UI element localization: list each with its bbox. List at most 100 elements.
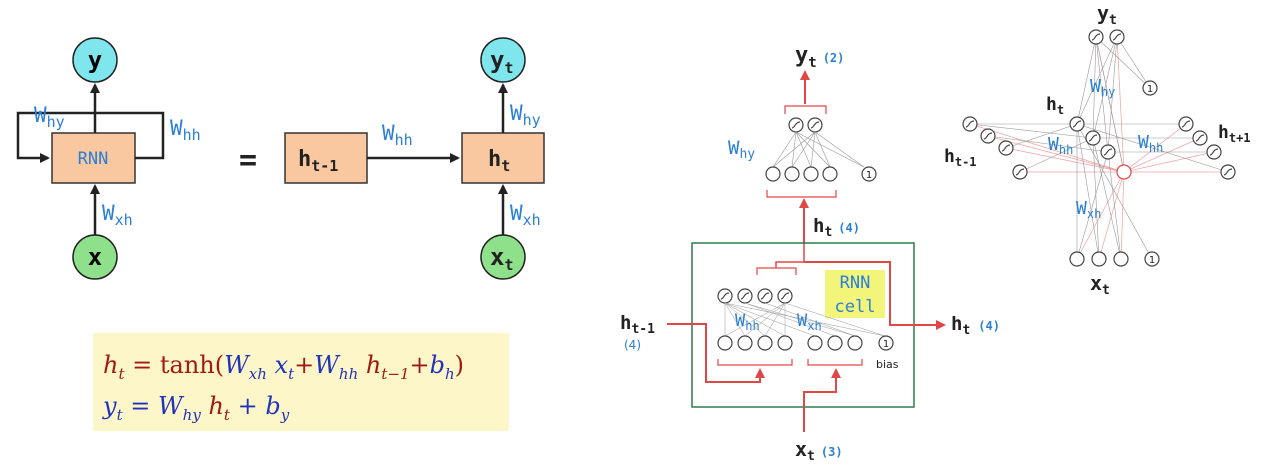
rnn-label: RNN [78, 149, 109, 169]
weight-label: Why [34, 103, 65, 131]
weight-label: Whh [382, 121, 413, 149]
h-prev-note: (4) [624, 338, 641, 352]
bias-node-label: 1 [1149, 255, 1155, 266]
input-node [847, 335, 863, 351]
inner-up-line [775, 244, 805, 268]
xt-in-arrow [803, 368, 841, 432]
bias-node-label: 1 [866, 170, 872, 181]
prev-bracket [717, 359, 793, 366]
hidden-bracket [766, 190, 837, 198]
h-prev-arrow [667, 323, 765, 383]
xt-label: xt(3) [795, 437, 843, 464]
formula-background [93, 333, 509, 431]
rnn-box [51, 132, 136, 184]
sigmoid-icon [1088, 29, 1104, 45]
sigmoid-icon [807, 117, 823, 133]
sigmoid-icon [1178, 116, 1194, 132]
bias-node-label: 1 [883, 339, 889, 350]
h-prev-label: ht-1 [298, 147, 338, 175]
h-prev-box [284, 132, 368, 184]
sigmoid-icon [1192, 130, 1208, 146]
h-out-label: ht(4) [951, 313, 1000, 338]
recurrent-connections [969, 36, 1228, 260]
h-prev-label: ht-1 [620, 312, 655, 337]
sigmoid-icon [962, 116, 978, 132]
sigmoid-icon [757, 288, 773, 304]
bias-node-label: 1 [1147, 84, 1153, 95]
weight-label: Wxh [1076, 198, 1101, 221]
ht-label: ht [1046, 94, 1064, 117]
bias-label: bias [876, 358, 899, 371]
sigmoid-icon [1085, 130, 1101, 146]
sigmoid-icon [1206, 144, 1222, 160]
h-next-label: ht+1 [1218, 122, 1251, 145]
bias-node [861, 166, 877, 182]
bias-node [878, 335, 894, 351]
input-node [807, 335, 823, 351]
equals-sign: = [239, 143, 257, 178]
formula-line-1: ht = tanh(Wxh xt+Whh ht−1+bh) [103, 351, 464, 383]
rnn-cell-diagram: yt(2) Why 1 ht(4) RNN cell [620, 43, 1000, 464]
weight-label: Why [1090, 76, 1115, 99]
h-t-label: ht [488, 147, 510, 175]
sigmoid-icon [737, 288, 753, 304]
yt-label: yt(2) [795, 43, 844, 71]
weight-label: Whh [1048, 134, 1073, 157]
sigmoid-icon [777, 288, 793, 304]
output-node-y [72, 37, 118, 83]
output-node-yt [480, 37, 526, 83]
weight-label: Wxh [797, 311, 822, 333]
sigmoid-icon [717, 288, 733, 304]
weight-label: Whh [170, 116, 201, 144]
hidden-out-arrow [804, 261, 946, 330]
sigmoid-icon [788, 117, 804, 133]
left-rolled-rnn: y RNN x Why Whh Wxh = ht-1 Whh ht yt Why… [16, 37, 545, 280]
input-node [827, 335, 843, 351]
weight-connections [969, 36, 1229, 260]
hidden-prev-node [717, 335, 733, 351]
yt-label: yt [1097, 1, 1117, 28]
sigmoid-icon [980, 128, 996, 144]
input-label: x [88, 243, 102, 271]
sigmoid-icon [998, 140, 1014, 156]
input-bracket [807, 359, 863, 366]
h-prev-label: ht-1 [944, 146, 977, 169]
output-label: y [88, 46, 102, 74]
input-node [1113, 251, 1129, 267]
yt-label: yt [490, 46, 513, 77]
sigmoid-icon [1220, 164, 1236, 180]
hidden-prev-node [737, 335, 753, 351]
inner-bracket [756, 267, 797, 275]
unrolled-network: yt 1 Why ht ht-1 ht+1 Whh Whh Wxh 1 xt [944, 1, 1251, 298]
cell-connections [724, 302, 886, 337]
weight-label: Whh [735, 311, 760, 333]
bias-node [1142, 80, 1158, 96]
output-bracket [784, 105, 827, 114]
weight-label: Whh [1138, 132, 1163, 155]
sigmoid-icon [1109, 29, 1125, 45]
ht-label: ht(4) [813, 215, 860, 240]
sigmoid-icon [1012, 164, 1028, 180]
formula-box: ht = tanh(Wxh xt+Whh ht−1+bh) yt = Why h… [93, 333, 509, 431]
xt-label: xt [490, 243, 513, 274]
rnn-cell-label-2: cell [835, 297, 876, 317]
xt-label: xt [1090, 271, 1110, 298]
weight-label: Why [728, 137, 755, 162]
sigmoid-icon [1100, 144, 1116, 160]
weight-connections [772, 131, 865, 168]
hidden-node [784, 166, 800, 182]
hidden-node [1116, 164, 1132, 180]
hidden-prev-node [777, 335, 793, 351]
recurrent-loop-arrow [16, 111, 165, 163]
weight-label: Why [510, 101, 541, 129]
rnn-cell-highlight [825, 270, 885, 318]
hidden-node [765, 166, 781, 182]
weight-label: Wxh [102, 201, 133, 229]
hidden-prev-node [757, 335, 773, 351]
hidden-node [822, 166, 838, 182]
rnn-cell-label-1: RNN [840, 273, 871, 293]
input-node [1069, 251, 1085, 267]
bias-node [1144, 251, 1160, 267]
input-node [1091, 251, 1107, 267]
